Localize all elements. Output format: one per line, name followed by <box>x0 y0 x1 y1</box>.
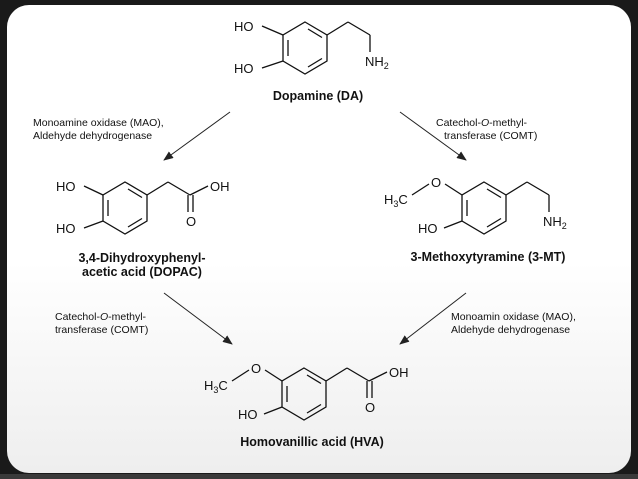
atom-label: O <box>251 361 261 376</box>
arrow-da-to-dopac <box>163 111 231 161</box>
arrow-mt-to-hva <box>399 292 467 345</box>
atom-label: HO <box>238 407 258 422</box>
atom-label: NH2 <box>365 54 389 71</box>
atom-label: HO <box>234 19 254 34</box>
enzyme-label-comt-2-line1: Catechol-O-methyl- <box>55 311 147 323</box>
atom-label: HO <box>56 221 76 236</box>
slide <box>7 5 631 473</box>
atom-label: HO <box>234 61 254 76</box>
atom-label: H3C <box>384 192 408 209</box>
mt-structure: O H3C HO NH2 <box>384 175 567 236</box>
dopac-structure: HO HO OH O <box>56 179 230 236</box>
hva-structure: O H3C HO OH O <box>204 361 409 422</box>
enzyme-label-mao-2-line1: Monoamin oxidase (MAO), <box>451 311 576 323</box>
compound-name-dopac-line2: acetic acid (DOPAC) <box>82 265 202 279</box>
arrow-da-to-mt <box>399 111 467 161</box>
compound-name-dopac-line1: 3,4-Dihydroxyphenyl- <box>78 251 205 265</box>
atom-label: HO <box>418 221 438 236</box>
atom-label: NH2 <box>543 214 567 231</box>
atom-label: OH <box>389 365 409 380</box>
atom-label: H3C <box>204 378 228 395</box>
atom-label: O <box>365 400 375 415</box>
bottom-strip <box>0 474 638 479</box>
arrow-dopac-to-hva <box>163 292 233 345</box>
atom-label: O <box>431 175 441 190</box>
atom-label: OH <box>210 179 230 194</box>
compound-name-mt: 3-Methoxytyramine (3-MT) <box>411 250 566 264</box>
enzyme-label-comt-2-line2: transferase (COMT) <box>55 324 148 336</box>
compound-name-dopamine: Dopamine (DA) <box>273 89 363 103</box>
enzyme-label-comt-1-line1: Catechol-O-methyl- <box>436 117 528 129</box>
dopamine-structure: HO HO NH2 <box>234 19 389 76</box>
enzyme-label-mao-1-line2: Aldehyde dehydrogenase <box>33 130 152 142</box>
enzyme-label-mao-2-line2: Aldehyde dehydrogenase <box>451 324 570 336</box>
atom-label: HO <box>56 179 76 194</box>
enzyme-label-mao-1-line1: Monoamine oxidase (MAO), <box>33 117 164 129</box>
atom-label: O <box>186 214 196 229</box>
enzyme-label-comt-1-line2: transferase (COMT) <box>444 130 537 142</box>
compound-name-hva: Homovanillic acid (HVA) <box>240 435 384 449</box>
